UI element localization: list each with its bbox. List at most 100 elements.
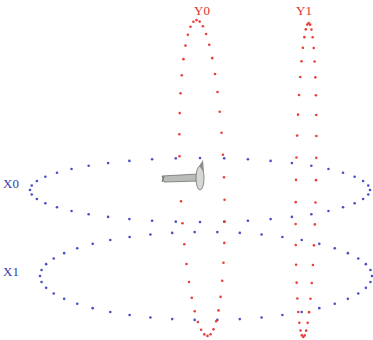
orbit-dot [40,281,43,284]
orbit-dot [369,189,372,192]
orbit-dot [52,292,55,295]
orbit-dot [109,311,112,314]
orbit-dot [310,213,313,216]
orbit-dot [310,28,313,31]
orbit-dot [353,202,356,205]
orbit-dot [175,220,178,223]
orbit-dot [247,219,250,222]
orbit-dot [70,210,73,213]
orbit-dot [298,321,301,324]
orbit-dot [369,269,372,272]
orbit-dot [52,257,55,260]
orbit-dot [365,287,368,290]
orbit-dot [56,206,59,209]
orbit-dot [313,60,316,63]
orbit-dot [314,76,317,79]
orbit-dot [347,298,350,301]
orbit-dot [315,94,318,97]
orbit-dot [63,298,66,301]
orbit-dot [333,247,336,250]
orbit-dot [315,135,318,138]
orbit-dot [179,92,182,95]
orbit-dot [315,179,318,182]
orbit-dot [63,252,66,255]
orbit-dot [298,94,301,97]
orbit-dot [70,168,73,171]
orbit-dot [199,221,202,224]
orbit-dot [309,297,312,300]
orbit-dot [347,252,350,255]
orbit-dot [40,269,43,272]
orbit-dot [369,281,372,284]
orbit-dot [219,296,222,299]
orbit-dot [211,57,214,60]
orbit-dot [297,311,300,314]
orbit-dot [300,239,303,242]
orbit-dot [310,165,313,168]
orbit-dot [294,223,297,226]
orbit-dot [208,43,211,46]
orbit-dot [299,329,302,332]
orbit-dot [178,133,181,136]
orbit-dots [29,19,373,338]
orbit-dot [128,236,131,239]
orbit-dot [175,157,178,160]
orbit-dot [107,216,110,219]
orbit-dot [107,162,110,165]
orbit-dot [223,157,226,160]
orbit-dot [187,33,190,36]
orbit-dot [39,275,42,278]
orbit-dot [367,193,370,196]
orbit-dot [216,231,219,234]
orbit-dot [223,176,226,179]
orbit-dot [206,335,209,338]
orbit-dot [367,184,370,187]
orbit-dot [305,28,308,31]
orbit-dot [151,219,154,222]
orbit-dot [294,201,297,204]
orbit-dot [222,261,225,264]
orbit-dot [221,280,224,283]
orbit-dot [205,33,208,36]
orbit-dot [193,319,196,322]
orbit-dot [333,302,336,305]
orbit-dot [295,281,298,284]
orbit-dot [149,233,152,236]
orbit-dot [318,243,321,246]
orbit-dot [209,333,212,336]
axis-label: Y1 [296,3,312,18]
orbit-dot [198,20,201,23]
orbit-dot [44,175,47,178]
orbit-dot [190,297,193,300]
orbit-dot [193,310,196,313]
axis-label: X1 [3,264,19,279]
orbit-dot [327,168,330,171]
orbit-dot [302,47,305,50]
orbit-dot [91,243,94,246]
orbit-dot [197,321,200,324]
orbit-dot [222,153,225,156]
orbit-dot [202,25,205,28]
orbit-dot [180,74,183,77]
orbit-dot [312,47,315,50]
orbit-dot [212,328,215,331]
orbit-dot [76,247,79,250]
orbit-dot [128,160,131,163]
orbit-dot [296,134,299,137]
orbit-dot [195,19,198,22]
orbit-dot [315,114,318,117]
orbit-dot [306,322,309,325]
orbit-dot [327,210,330,213]
orbit-dot [87,165,90,168]
orbit-dot [223,198,226,201]
orbit-dot [171,232,174,235]
axis-label: X0 [3,176,19,191]
orbit-dot [303,36,306,39]
orbit-dot [30,193,33,196]
orbit-dot [180,200,183,203]
orbit-dot [149,316,152,319]
orbit-dot [310,282,313,285]
orbit-dot [223,242,226,245]
